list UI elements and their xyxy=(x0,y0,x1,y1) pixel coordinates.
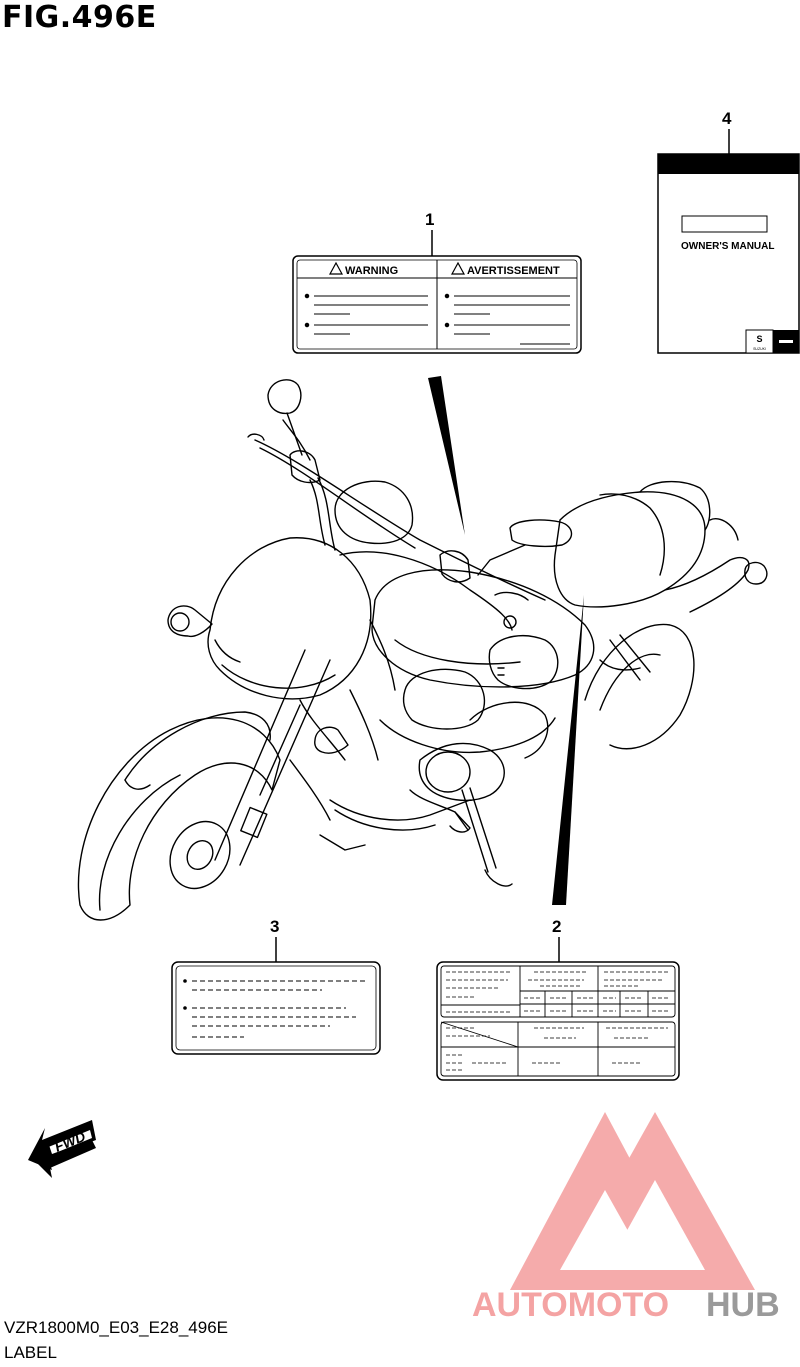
fwd-arrow-icon: FWD xyxy=(28,1120,96,1178)
figure-title: FIG.496E xyxy=(2,0,157,35)
pointer-to-label-2 xyxy=(552,595,584,905)
suzuki-brand-icon: S xyxy=(756,334,762,344)
motorcycle-drawing xyxy=(77,379,768,921)
figure-code: VZR1800M0_E03_E28_496E xyxy=(4,1318,228,1337)
avertissement-heading: AVERTISSEMENT xyxy=(467,265,560,277)
callout-4: 4 xyxy=(722,109,732,128)
label-2 xyxy=(436,961,680,1081)
watermark-logo xyxy=(510,1112,755,1290)
label-3 xyxy=(171,961,381,1055)
figure-label: LABEL xyxy=(4,1343,57,1362)
owners-manual-title: OWNER'S MANUAL xyxy=(681,241,774,252)
label-4-owners-manual: OWNER'S MANUAL S SUZUKI xyxy=(657,153,800,354)
pointer-to-label-1 xyxy=(428,376,465,535)
warning-triangle-icon xyxy=(328,261,344,275)
warning-heading: WARNING xyxy=(345,265,398,277)
callout-3: 3 xyxy=(270,917,279,936)
label-1-warning: WARNING AVERTISSEMENT xyxy=(292,255,582,354)
callout-1: 1 xyxy=(425,210,434,229)
suzuki-brand-text: SUZUKI xyxy=(753,347,766,351)
watermark-text-hub: HUB xyxy=(706,1286,780,1324)
watermark-text-auto: AUTOMOTO xyxy=(472,1286,669,1324)
callout-2: 2 xyxy=(552,917,561,936)
warning-triangle-icon xyxy=(450,261,466,275)
